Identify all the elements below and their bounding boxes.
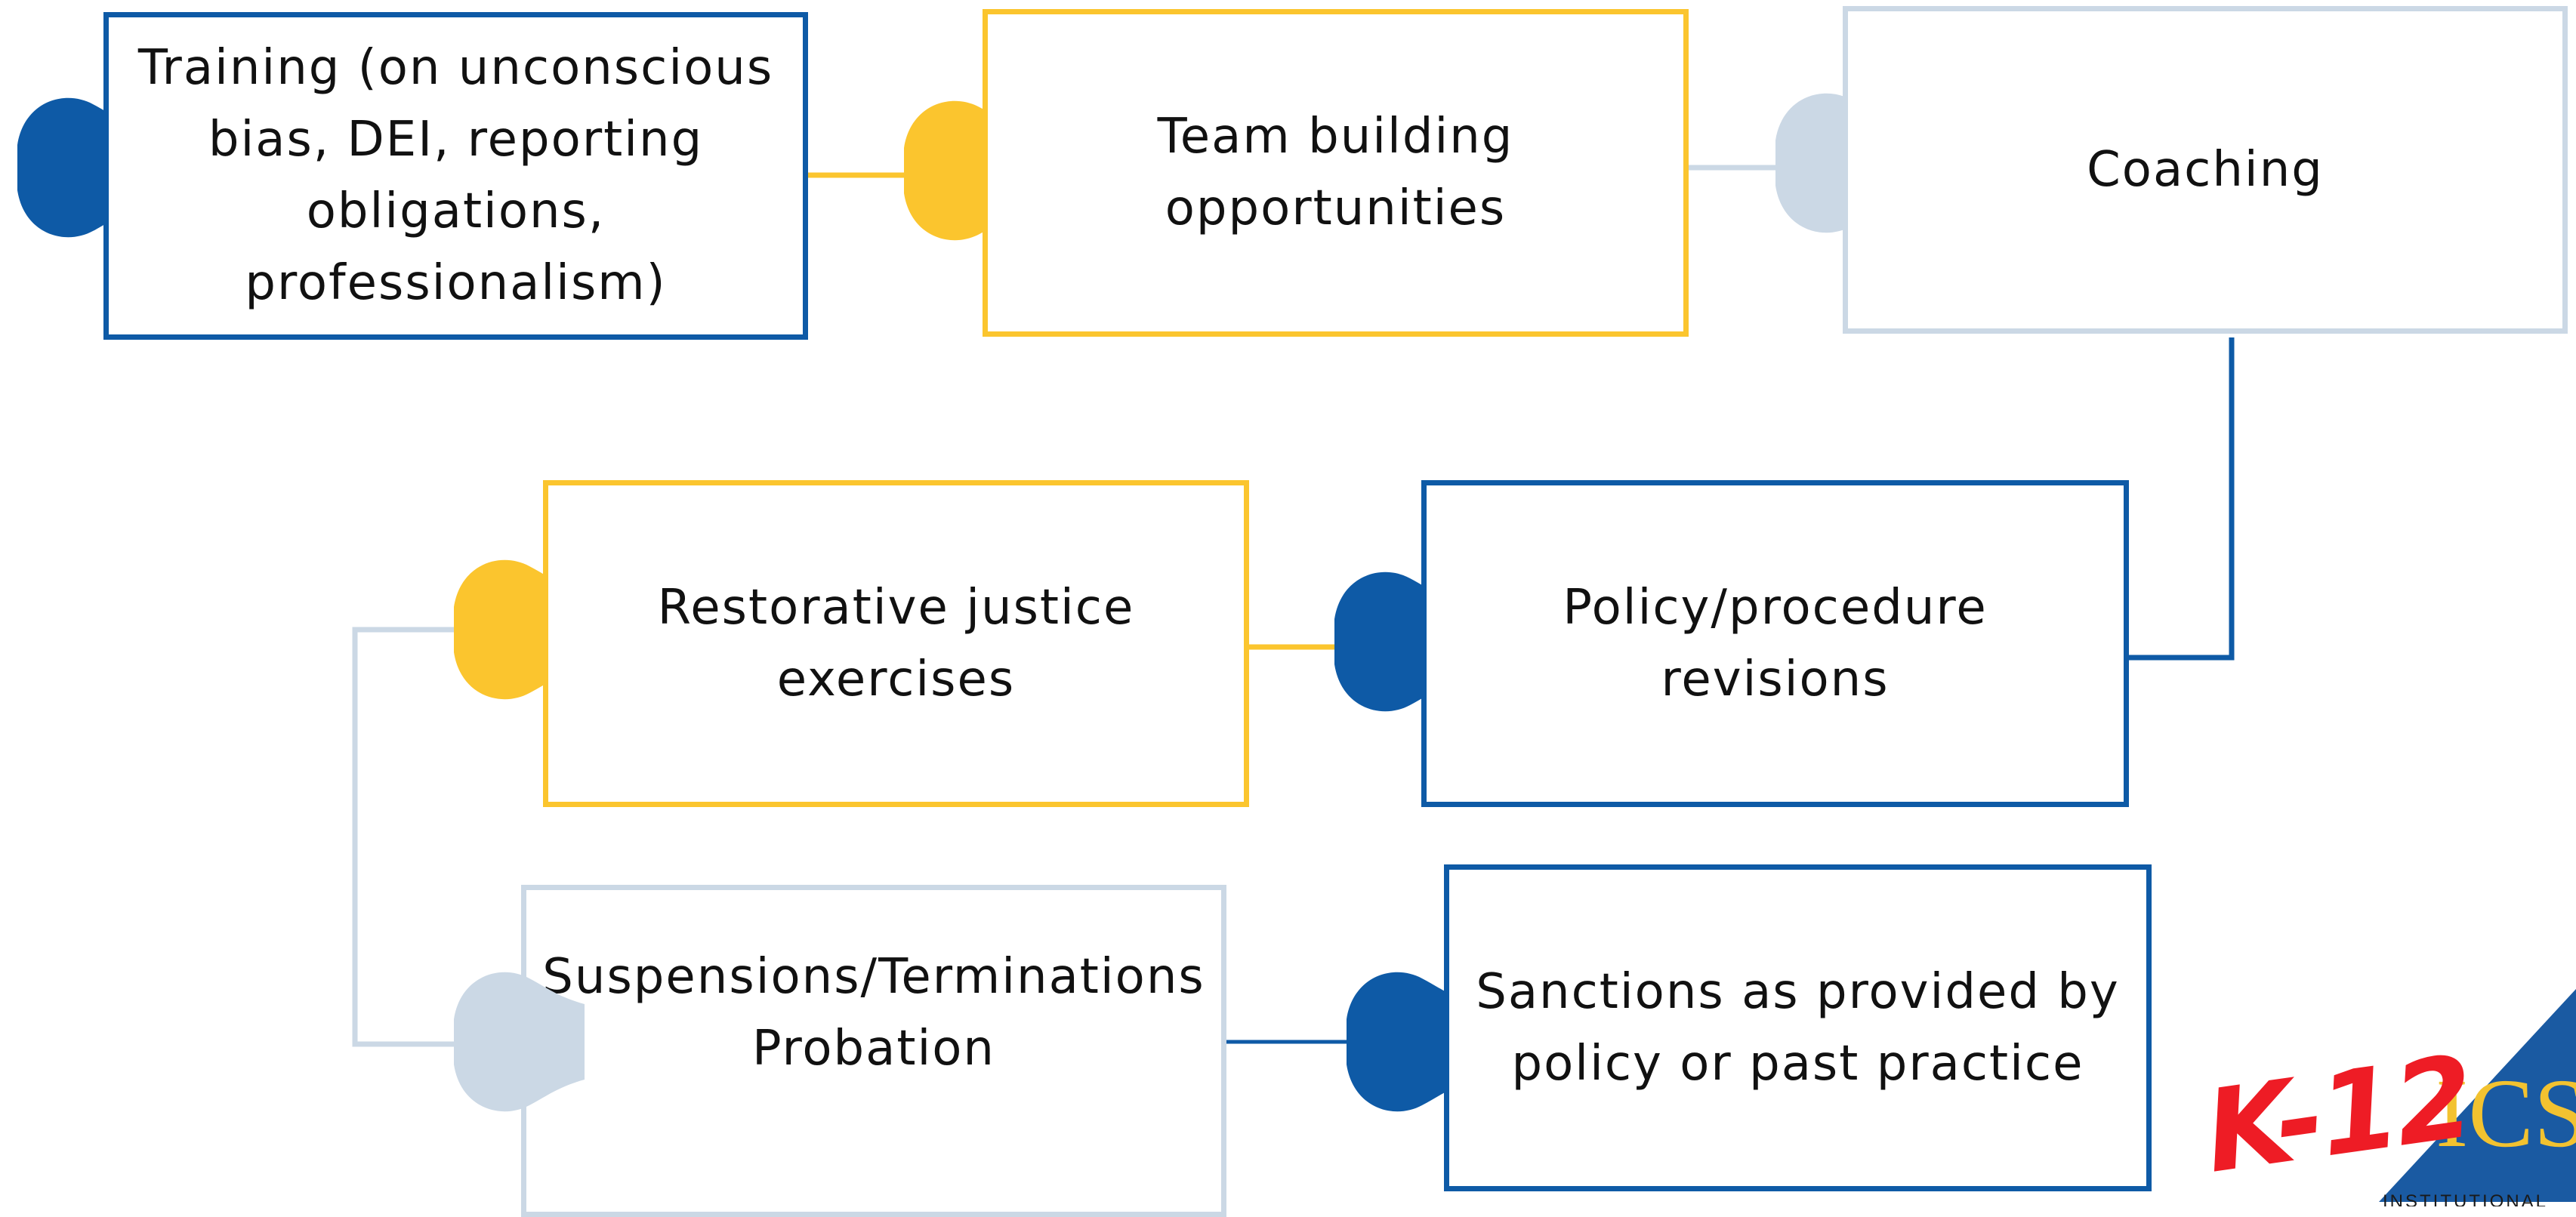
step-label-coaching: Coaching (2087, 141, 2324, 198)
step-box-restorative: Restorative justice exercises (543, 480, 1249, 807)
step-box-suspensions: Suspensions/Terminations Probation (521, 885, 1226, 1217)
step-label-team-building: Team building opportunities (1157, 109, 1514, 236)
node-circle-suspensions (454, 972, 585, 1112)
logo-ics-text: ICS (2436, 1059, 2576, 1168)
step-box-sanctions: Sanctions as provided by policy or past … (1444, 864, 2152, 1191)
connector-coaching-policy (2126, 337, 2235, 661)
step-box-team-building: Team building opportunities (983, 9, 1689, 337)
logo-triangle (2379, 989, 2576, 1202)
step-label-restorative: Restorative justice exercises (657, 579, 1135, 707)
connector-restorative-suspensions (352, 627, 458, 1047)
k12-ics-logo: ICS K-12 INSTITUTIONAL (2175, 959, 2576, 1206)
step-box-training: Training (on unconscious bias, DEI, repo… (103, 12, 808, 340)
logo-institutional-text: INSTITUTIONAL (2383, 1191, 2549, 1206)
step-label-sanctions: Sanctions as provided by policy or past … (1476, 963, 2120, 1092)
step-label-training: Training (on unconscious bias, DEI, repo… (137, 40, 774, 311)
step-label-suspensions: Suspensions/Terminations Probation (542, 949, 1205, 1077)
step-box-coaching: Coaching (1843, 6, 2568, 334)
step-box-policy: Policy/procedure revisions (1421, 480, 2129, 807)
step-label-policy: Policy/procedure revisions (1563, 579, 1988, 707)
